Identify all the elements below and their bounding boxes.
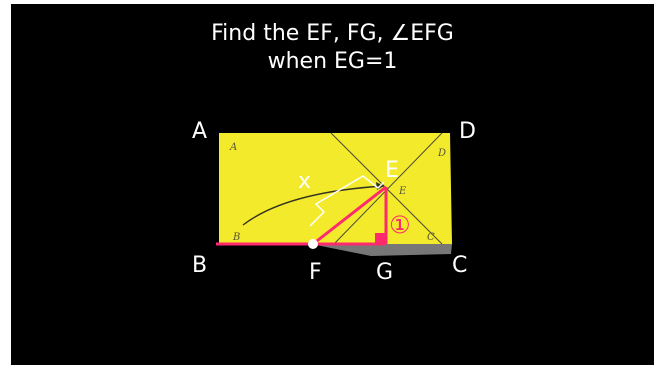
point-f <box>308 239 318 249</box>
label-eg-length: ① <box>389 211 411 239</box>
yellow-paper <box>219 133 452 244</box>
label-b: B <box>192 253 207 278</box>
paper-letter-e: E <box>398 186 407 197</box>
label-a: A <box>192 119 207 144</box>
slide: Find the EF, FG, ∠EFG when EG=1 A B C D … <box>11 4 654 365</box>
fold-arrow <box>242 185 385 226</box>
problem-title: Find the EF, FG, ∠EFG when EG=1 <box>11 20 654 76</box>
paper-letter-c: C <box>427 232 435 243</box>
paper-letter-b: B <box>232 232 240 243</box>
label-f: F <box>309 260 322 285</box>
paper-letter-a: A <box>229 142 237 153</box>
paper-shadow <box>311 244 452 256</box>
label-g: G <box>376 260 393 285</box>
fold-line-2 <box>333 132 443 245</box>
x-bracket <box>309 175 385 227</box>
label-e: E <box>385 158 399 183</box>
paper-letter-d: D <box>437 148 446 159</box>
label-x: x <box>298 169 311 194</box>
label-d: D <box>459 119 476 144</box>
title-line-1: Find the EF, FG, ∠EFG <box>211 21 454 46</box>
title-line-2: when EG=1 <box>267 49 398 74</box>
segment-ef <box>312 185 387 246</box>
folded-paper-diagram: A B C D E A D B C E F G x ① <box>192 119 476 285</box>
right-angle-mark <box>375 233 386 244</box>
label-c: C <box>452 253 467 278</box>
